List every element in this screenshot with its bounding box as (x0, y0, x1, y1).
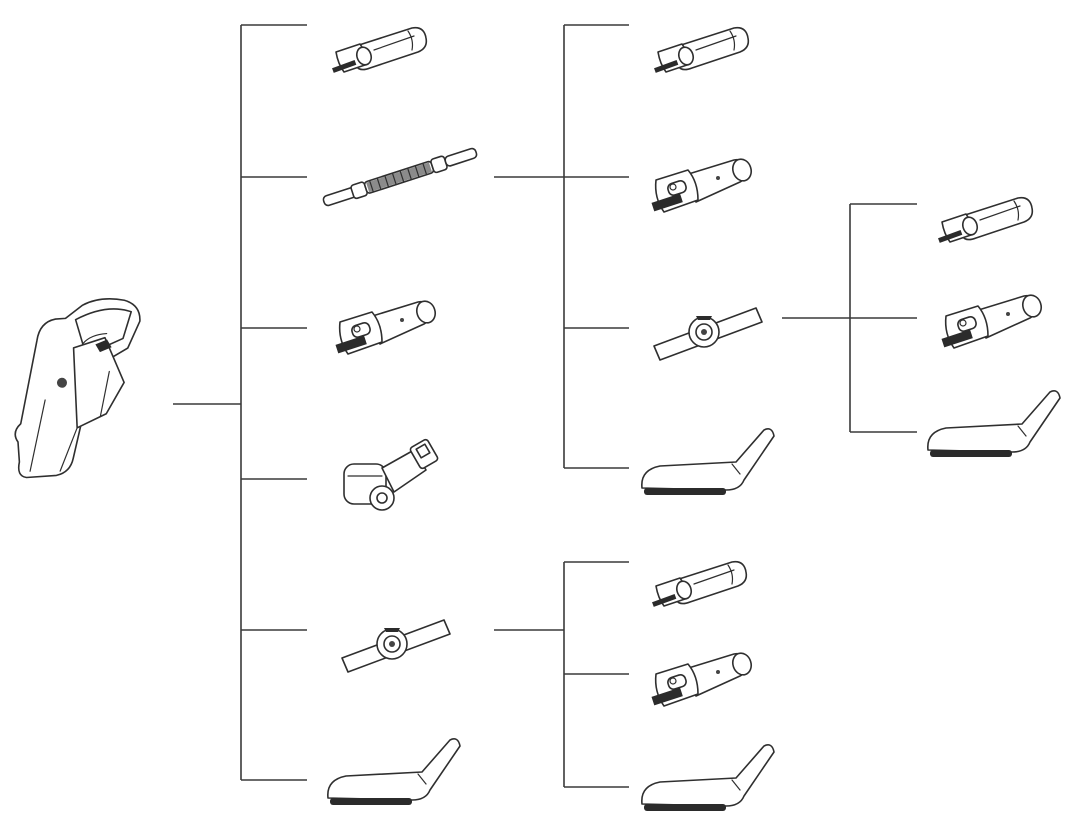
crevice-tool-icon (937, 196, 1034, 244)
upholstery-brush-icon (927, 390, 1061, 458)
crevice-tool-icon (331, 26, 428, 74)
dusting-brush-icon (650, 155, 755, 213)
crevice-tool-icon (653, 26, 750, 74)
upholstery-brush-icon (327, 738, 461, 806)
upholstery-brush-icon (641, 428, 775, 496)
dusting-brush-icon (940, 291, 1045, 349)
upholstery-brush-icon (641, 744, 775, 812)
dusting-brush-icon (334, 297, 439, 355)
extension-hose-icon (320, 144, 480, 210)
swivel-adapter-icon (341, 619, 451, 673)
mini-motorized-brush-icon (343, 437, 440, 511)
handheld-vacuum-icon (5, 295, 152, 479)
connector-lines (173, 24, 917, 788)
swivel-adapter-icon (653, 307, 763, 361)
dusting-brush-icon (650, 649, 755, 707)
crevice-tool-icon (651, 560, 748, 608)
